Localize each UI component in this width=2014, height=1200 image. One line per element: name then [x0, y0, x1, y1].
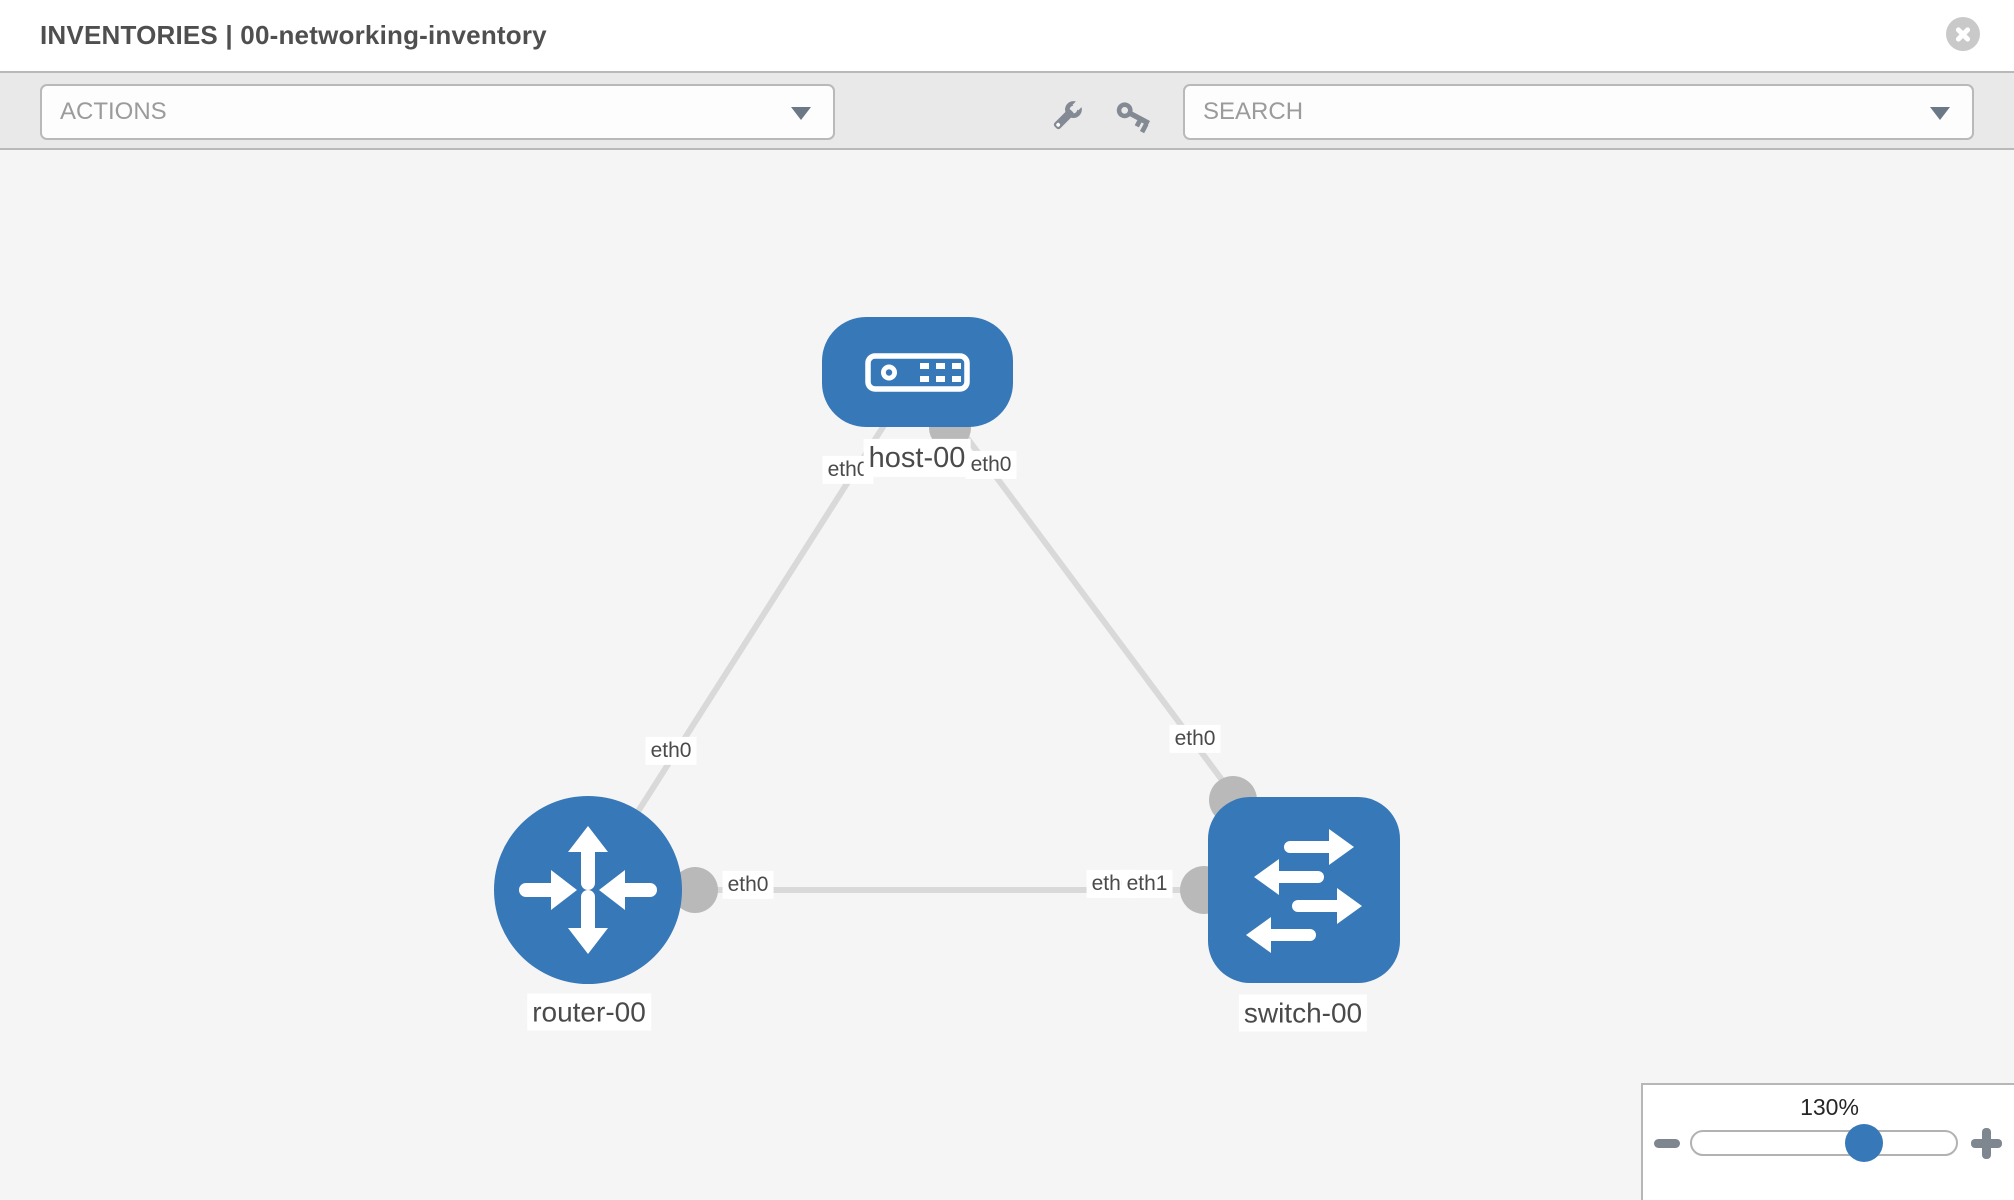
interface-label: eth0	[965, 450, 1017, 480]
interface-label: eth1	[1121, 869, 1173, 899]
chevron-down-icon	[1930, 107, 1950, 120]
node-label-host: host-00	[863, 438, 971, 478]
node-switch[interactable]	[1208, 797, 1400, 983]
toolbar: ACTIONS SEARCH	[0, 71, 2014, 150]
interface-circles	[672, 407, 1257, 914]
header: INVENTORIES | 00-networking-inventory	[0, 0, 2014, 71]
chevron-down-icon	[791, 107, 811, 120]
actions-dropdown-label: ACTIONS	[60, 98, 167, 125]
zoom-panel: 130%	[1641, 1083, 2014, 1200]
zoom-level: 130%	[1800, 1094, 1859, 1120]
wrench-icon[interactable]	[1046, 97, 1086, 137]
interface-label: eth0	[1169, 724, 1221, 754]
node-label-router: router-00	[527, 993, 651, 1031]
topology-canvas[interactable]: eth0 host-00 eth0 eth0 eth0 eth0 eth0 et…	[0, 150, 2014, 1200]
actions-dropdown[interactable]: ACTIONS	[40, 84, 835, 140]
zoom-in-button[interactable]	[1982, 1128, 1991, 1159]
zoom-slider-thumb[interactable]	[1845, 1124, 1883, 1162]
close-icon[interactable]	[1946, 17, 1980, 51]
zoom-out-button[interactable]	[1654, 1139, 1680, 1148]
search-dropdown[interactable]: SEARCH	[1183, 84, 1974, 140]
interface-label: eth0	[645, 736, 697, 766]
host-icon	[865, 353, 970, 392]
interface-label: eth0	[822, 455, 874, 485]
page-title: INVENTORIES | 00-networking-inventory	[40, 20, 547, 50]
search-placeholder: SEARCH	[1203, 98, 1304, 125]
node-label-switch: switch-00	[1238, 994, 1368, 1032]
zoom-slider-track[interactable]	[1690, 1130, 1958, 1156]
switch-icon	[1246, 829, 1362, 953]
interface-circle-router	[672, 867, 718, 913]
node-router[interactable]	[494, 796, 682, 984]
router-icon	[519, 826, 657, 954]
node-host[interactable]	[822, 317, 1013, 427]
key-icon[interactable]	[1112, 99, 1152, 139]
interface-label: eth0	[722, 870, 774, 900]
